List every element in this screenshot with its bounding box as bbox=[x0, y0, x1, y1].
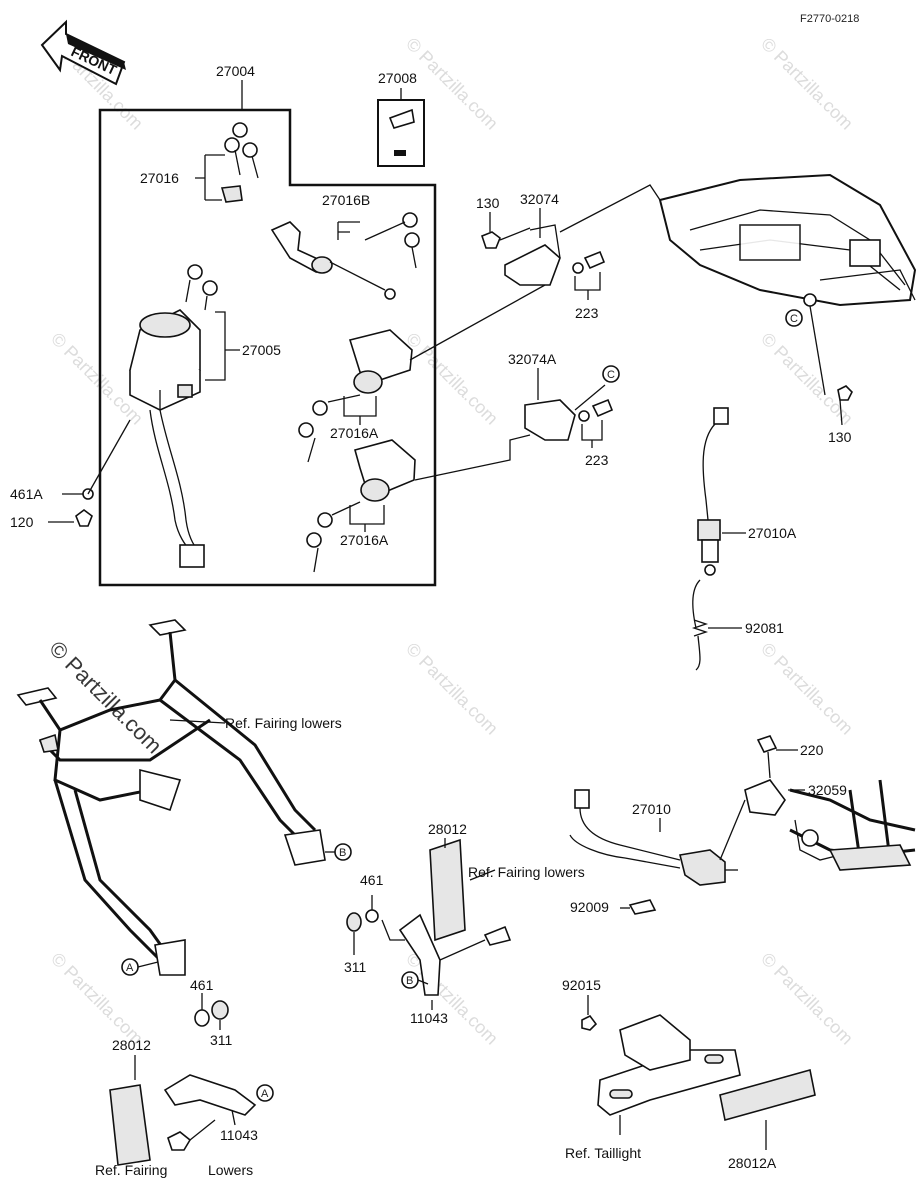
watermark-4: © Partzilla.com bbox=[757, 329, 857, 429]
callout-461A: 461A bbox=[10, 486, 43, 502]
frame-lower bbox=[789, 779, 916, 871]
callout-120: 120 bbox=[10, 514, 34, 530]
callout-27016A-1: 27016A bbox=[330, 425, 379, 441]
callout-11043-b: 11043 bbox=[220, 1127, 258, 1143]
callout-27016B: 27016B bbox=[322, 192, 370, 208]
watermark-5: © Partzilla.com bbox=[402, 639, 502, 739]
callout-461-a: 461 bbox=[360, 872, 384, 888]
watermark-bold: © Partzilla.com bbox=[44, 636, 167, 759]
callout-220: 220 bbox=[800, 742, 824, 758]
callout-92081: 92081 bbox=[745, 620, 784, 636]
ref-fairing-lowers-3b: Lowers bbox=[208, 1162, 253, 1178]
watermark-2: © Partzilla.com bbox=[757, 34, 857, 134]
diagram-code: F2770-0218 bbox=[800, 13, 859, 25]
callout-223-a: 223 bbox=[575, 305, 599, 321]
callout-27016: 27016 bbox=[140, 170, 179, 186]
spring-92081: 92081 bbox=[691, 579, 784, 671]
bracket-32074A: 32074A 223 bbox=[414, 351, 614, 481]
callout-130-a: 130 bbox=[476, 195, 500, 211]
marker-a-1: A bbox=[121, 958, 159, 976]
switch-27010: 92009 27010 32059 220 bbox=[569, 735, 847, 915]
ref-fairing-lowers-3a: Ref. Fairing bbox=[95, 1162, 167, 1178]
callout-92015: 92015 bbox=[562, 977, 601, 993]
callout-11043-a: 11043 bbox=[410, 1010, 448, 1026]
marker-c-2-label: C bbox=[790, 313, 798, 325]
lock-27016A-upper: 27016A bbox=[298, 329, 413, 463]
callout-28012-a: 28012 bbox=[428, 821, 467, 837]
callout-130-b: 130 bbox=[828, 429, 852, 445]
ref-taillight: Ref. Taillight bbox=[565, 1145, 641, 1161]
callout-28012-b: 28012 bbox=[112, 1037, 151, 1053]
marker-c-2: C bbox=[785, 309, 803, 327]
screw-120: 461A 120 bbox=[10, 419, 131, 530]
taillight-bracket: 92015 Ref. Taillight 28012A bbox=[562, 977, 816, 1171]
callout-223-b: 223 bbox=[585, 452, 609, 468]
marker-a-2-label: A bbox=[261, 1088, 269, 1100]
callout-92009: 92009 bbox=[570, 899, 609, 915]
callout-27010: 27010 bbox=[632, 801, 671, 817]
callout-32074: 32074 bbox=[520, 191, 559, 207]
watermark-9: © Partzilla.com bbox=[757, 949, 857, 1049]
bracket-32074: 130 32074 223 bbox=[409, 184, 661, 361]
callout-27010A: 27010A bbox=[748, 525, 797, 541]
callout-27008: 27008 bbox=[378, 70, 417, 86]
marker-b-1: B bbox=[325, 843, 352, 861]
keys-27016: 27016 bbox=[140, 122, 259, 203]
watermark-6: © Partzilla.com bbox=[757, 639, 857, 739]
lock-27016A-lower: 27016A bbox=[306, 439, 416, 573]
watermark-3: © Partzilla.com bbox=[402, 329, 502, 429]
switch-27010A: 27010A bbox=[697, 407, 797, 576]
marker-b-1-label: B bbox=[339, 847, 346, 859]
fairing-bracket-frame: Ref. Fairing lowers bbox=[16, 619, 342, 976]
callout-311-b: 311 bbox=[210, 1032, 233, 1048]
marker-a-1-label: A bbox=[126, 962, 134, 974]
watermark-8: © Partzilla.com bbox=[402, 949, 502, 1049]
reflector-28012-upper: 28012 Ref. Fairing lowers 461 311 11043 … bbox=[344, 821, 585, 1026]
callout-27004: 27004 bbox=[216, 63, 255, 79]
callout-311-a: 311 bbox=[344, 959, 367, 975]
callout-27016A-2: 27016A bbox=[340, 532, 389, 548]
ignition-switch-27005: 27005 bbox=[129, 264, 281, 568]
key-tag-27008: 27008 bbox=[377, 70, 425, 167]
marker-c-1-label: C bbox=[607, 369, 615, 381]
frame-upper: 130 bbox=[658, 173, 917, 445]
marker-c-1: C bbox=[602, 365, 620, 383]
callout-27005: 27005 bbox=[242, 342, 281, 358]
ref-fairing-lowers-1: Ref. Fairing lowers bbox=[225, 715, 342, 731]
callout-461-b: 461 bbox=[190, 977, 214, 993]
ref-fairing-lowers-2: Ref. Fairing lowers bbox=[468, 864, 585, 880]
callout-28012A: 28012A bbox=[728, 1155, 777, 1171]
ignition-set-outline bbox=[98, 108, 437, 587]
callout-32059: 32059 bbox=[808, 782, 847, 798]
lock-27016B: 27016B bbox=[270, 192, 420, 300]
marker-b-2-label: B bbox=[406, 975, 413, 987]
callout-32074A: 32074A bbox=[508, 351, 557, 367]
reflector-28012-lower: 28012 461 311 11043 A Ref. Fairing Lower… bbox=[95, 977, 274, 1178]
